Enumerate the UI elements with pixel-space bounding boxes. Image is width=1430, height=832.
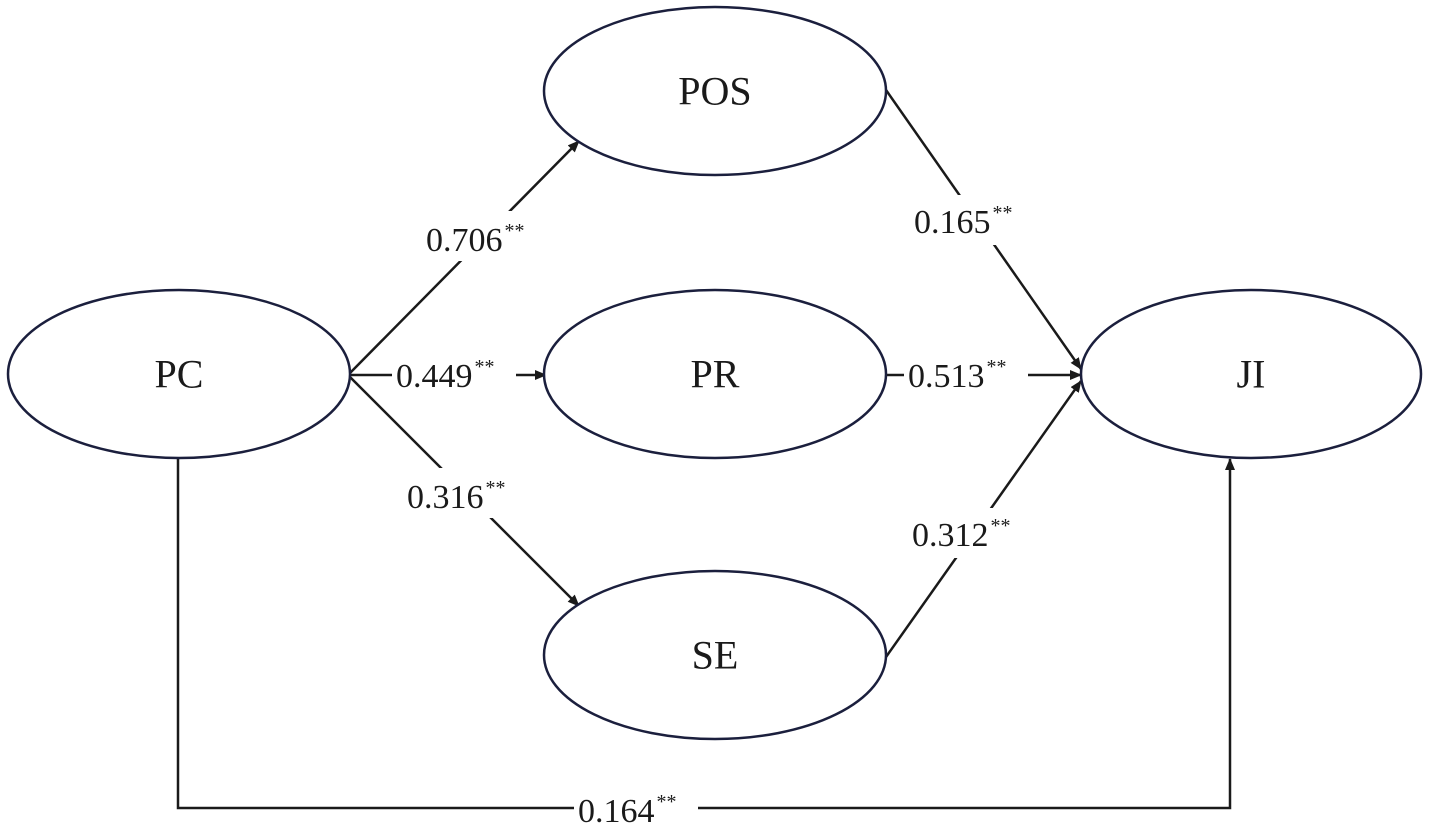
coef-pr-ji-value: 0.513 [908, 358, 985, 395]
coef-pc-pos-sig: ** [505, 220, 525, 242]
node-se-ellipse [542, 569, 888, 741]
coef-pos-ji-sig: ** [993, 202, 1013, 224]
node-pc-label: PC [155, 352, 204, 397]
coef-pc-pos: 0.706** [422, 211, 546, 261]
node-pos-label: POS [678, 69, 751, 114]
coef-pc-ji-sig: ** [657, 791, 677, 813]
node-ji-label: JI [1237, 352, 1266, 397]
coef-se-ji-sig: ** [991, 515, 1011, 537]
node-ji: JI [1079, 288, 1423, 460]
coef-pc-pr: 0.449** [392, 352, 516, 398]
coef-pc-ji-bg [574, 785, 698, 831]
coef-pc-pr-value: 0.449 [396, 358, 473, 395]
coef-pc-ji-value: 0.164 [578, 793, 655, 830]
coef-pos-ji-text: 0.165** [914, 202, 1013, 241]
coef-se-ji: 0.312** [908, 508, 1032, 558]
node-pr-ellipse [542, 288, 888, 460]
node-ji-ellipse [1079, 288, 1423, 460]
coef-pos-ji-value: 0.165 [914, 204, 991, 241]
coef-pc-se-sig: ** [486, 477, 506, 499]
coef-se-ji-value: 0.312 [912, 517, 989, 554]
coef-se-ji-text: 0.312** [912, 515, 1011, 554]
node-pos: POS [542, 5, 888, 177]
coef-pr-ji: 0.513** [904, 352, 1028, 398]
coef-pr-ji-sig: ** [987, 356, 1007, 378]
node-pos-ellipse [542, 5, 888, 177]
node-pr: PR [542, 288, 888, 460]
coef-pos-ji-bg [910, 195, 1034, 245]
coef-se-ji-bg [908, 508, 1032, 558]
node-pc-ellipse [6, 288, 352, 460]
coef-pc-se-value: 0.316 [407, 479, 484, 516]
coef-pc-ji-text: 0.164** [578, 791, 677, 830]
node-pc: PC [6, 288, 352, 460]
node-se-label: SE [692, 633, 739, 678]
coef-pc-se: 0.316** [402, 468, 526, 518]
coef-pr-ji-bg [904, 352, 1028, 398]
coef-pc-pos-value: 0.706 [426, 222, 503, 259]
coef-pc-pr-bg [392, 352, 516, 398]
coef-pc-pr-sig: ** [475, 356, 495, 378]
coef-pc-ji: 0.164** [574, 785, 698, 831]
coef-pc-pos-text: 0.706** [426, 220, 525, 259]
coef-pr-ji-text: 0.513** [908, 356, 1007, 395]
coef-pc-se-bg [402, 468, 526, 518]
edge-pc-ji [176, 457, 1235, 810]
coef-pos-ji: 0.165** [910, 195, 1034, 245]
node-se: SE [542, 569, 888, 741]
node-pr-label: PR [691, 352, 740, 397]
coef-pc-pos-bg [422, 211, 546, 261]
coef-pc-se-text: 0.316** [407, 477, 506, 516]
coef-pc-pr-text: 0.449** [396, 356, 495, 395]
